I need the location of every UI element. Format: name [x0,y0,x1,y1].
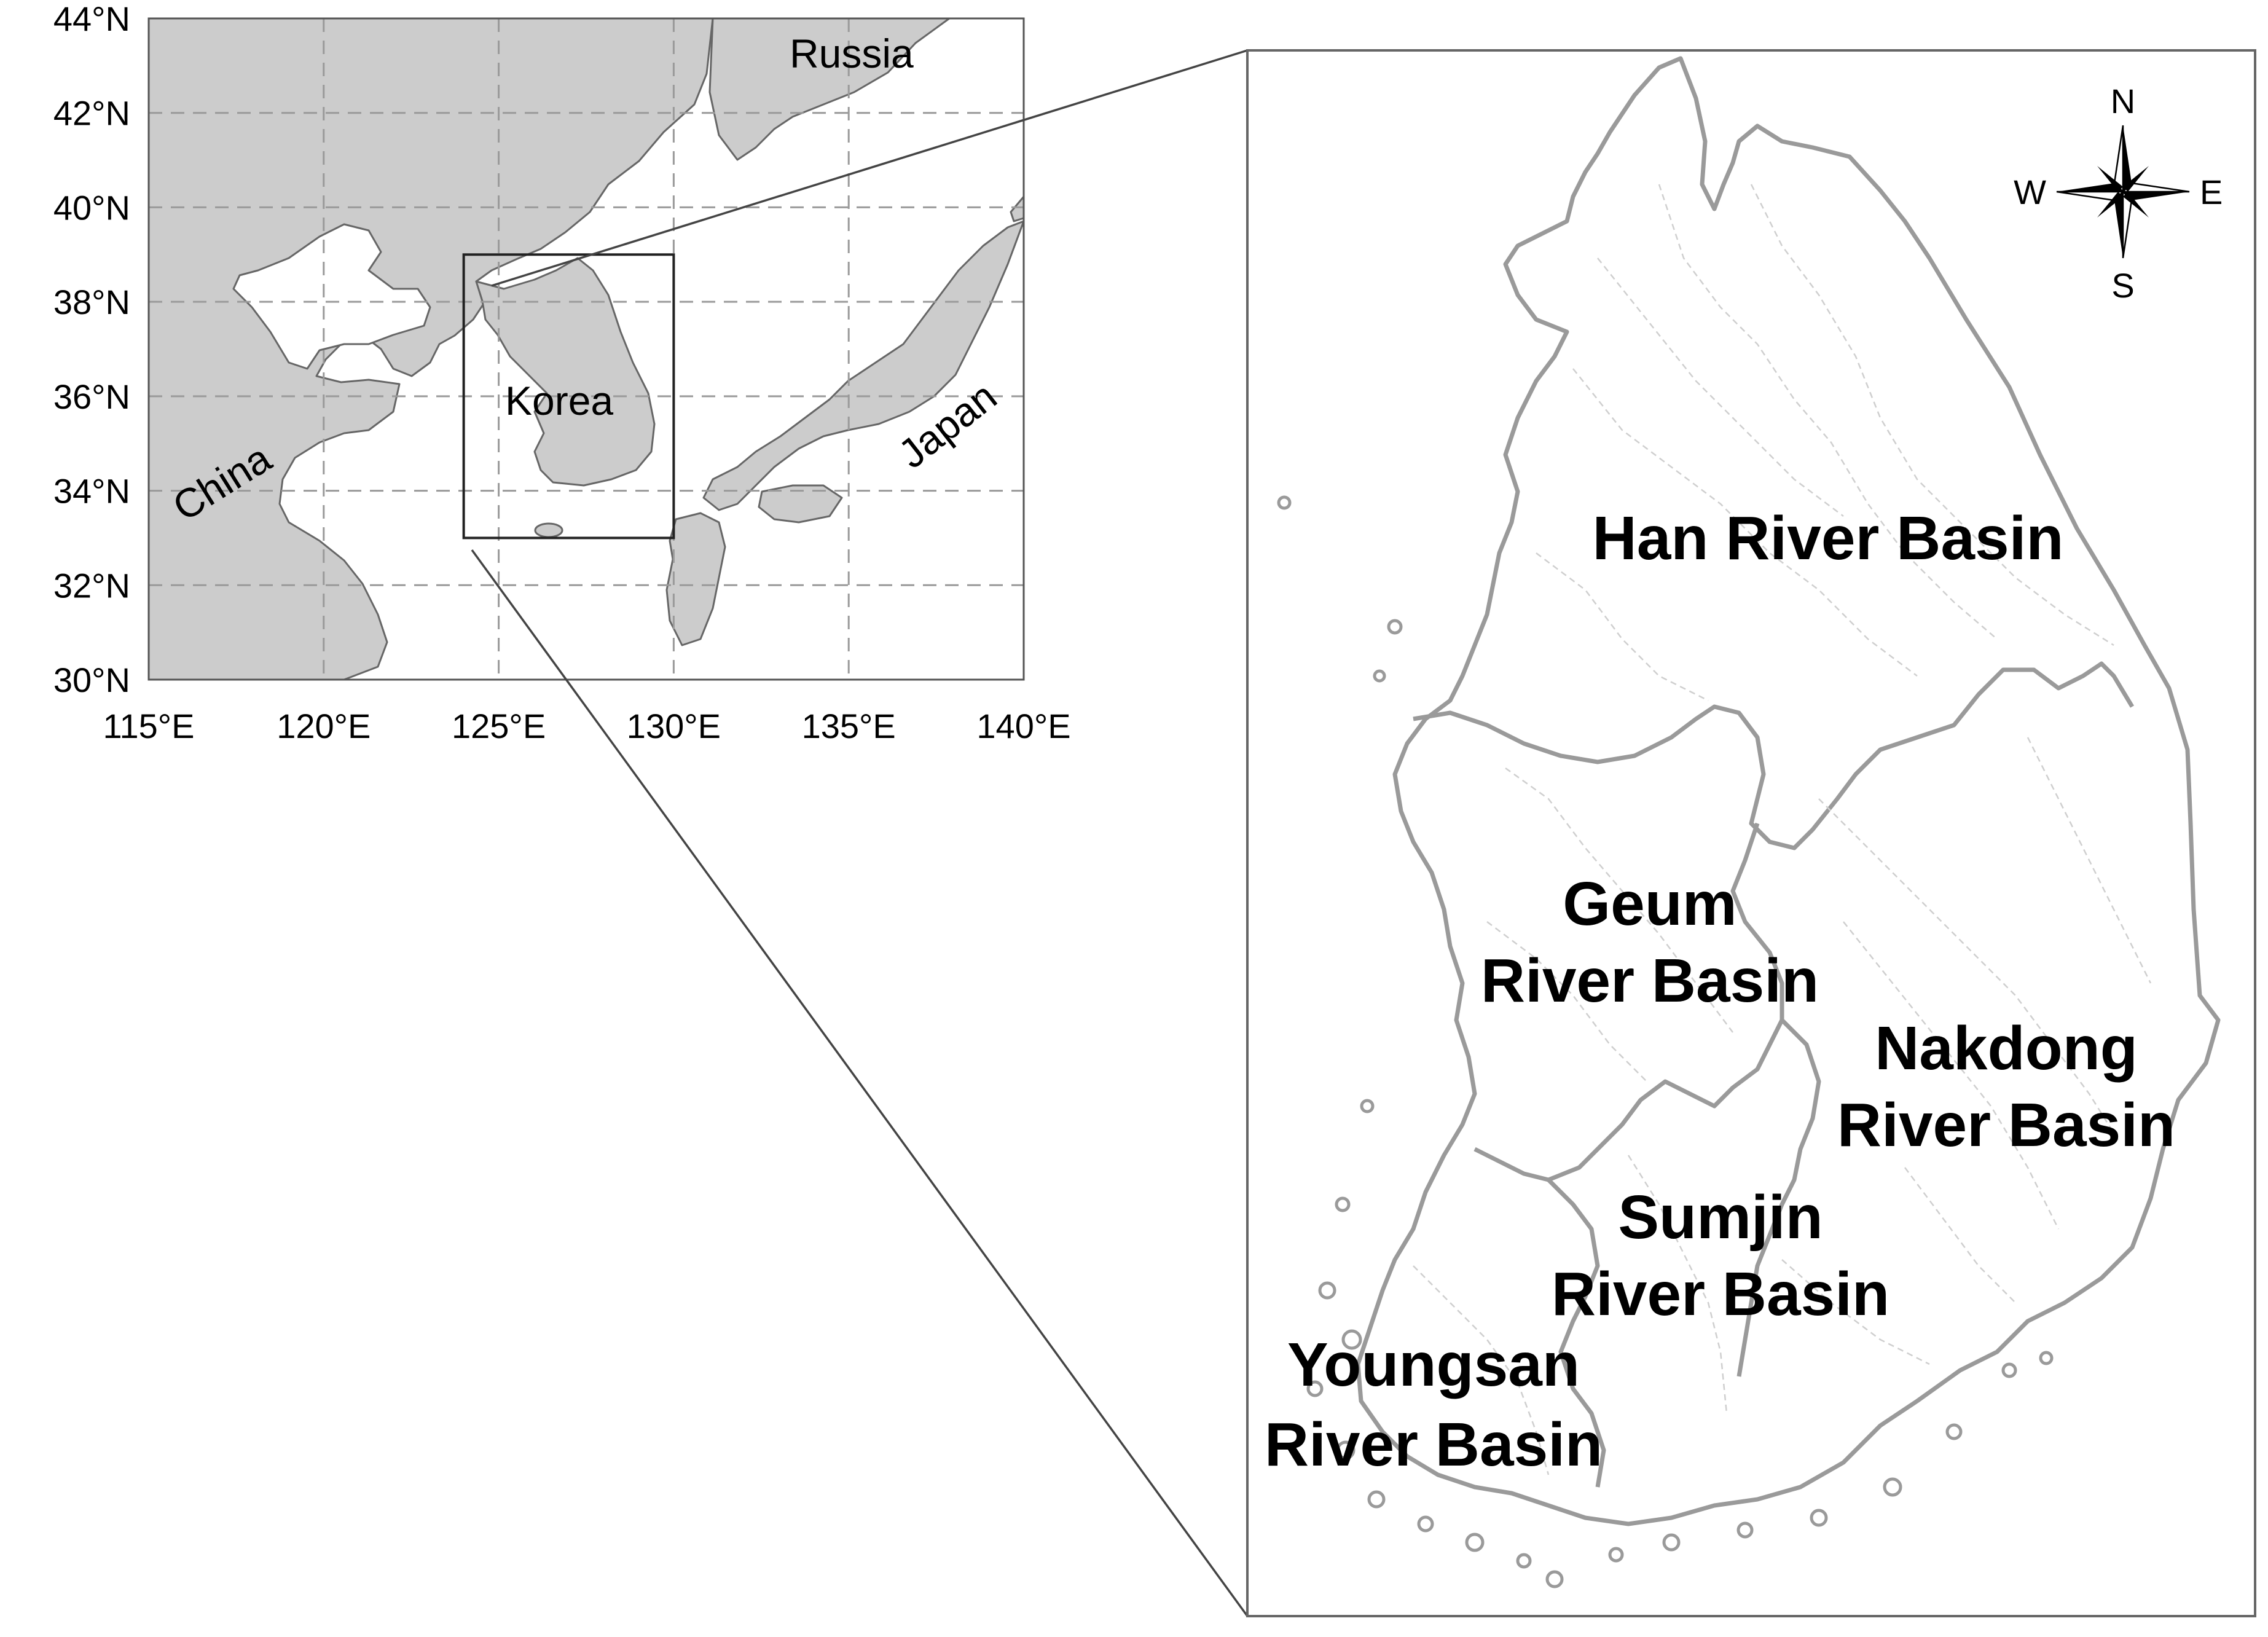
study-area-box [462,253,675,540]
subbasin-lines [1413,184,2152,1475]
coastal-islands [1277,495,2054,1588]
lat-lon-gridlines [149,18,1024,680]
compass-north-label: N [2111,82,2135,120]
sumjin-nakdong-boundary [1736,1018,1821,1377]
label-nakdong-line2: River Basin [1837,1091,2175,1160]
longitude-tick-label: 130°E [627,707,721,745]
label-youngsan-line1: Youngsan [1287,1330,1580,1399]
label-korea: Korea [505,378,613,423]
russia-far-east [708,17,951,161]
label-russia: Russia [790,31,914,76]
overview-landmass [147,17,1025,681]
latitude-tick-label: 34°N [53,472,130,511]
longitude-tick-label: 120°E [277,707,371,745]
longitude-tick-label: 125°E [452,707,546,745]
compass-rose: N S E W [2014,82,2223,305]
latitude-tick-label: 44°N [53,0,130,38]
latitude-tick-label: 30°N [53,661,130,699]
label-sumjin-line1: Sumjin [1618,1183,1823,1252]
compass-west-label: W [2014,173,2046,211]
latitude-tick-label: 40°N [53,188,130,227]
longitude-tick-label: 140°E [976,707,1070,745]
japan-shikoku [758,484,843,524]
bohai-sea [232,223,431,370]
basin-boundaries [1413,661,2135,1488]
han-basin-boundary [1413,661,2135,850]
label-geum-line2: River Basin [1481,946,1819,1015]
zoom-connectors [471,49,1249,1617]
longitude-tick-label: 115°E [103,707,194,745]
latitude-tick-label: 38°N [53,283,130,321]
detail-map: Han River Basin Geum River Basin Nakdong… [1246,49,2256,1617]
longitude-tick-labels: 115°E 120°E 125°E 130°E 135°E 140°E [103,707,1070,745]
compass-east-label: E [2200,173,2223,211]
label-youngsan-line2: River Basin [1265,1410,1603,1479]
label-nakdong-line1: Nakdong [1875,1014,2138,1083]
latitude-tick-label: 32°N [53,566,130,605]
compass-south-label: S [2111,266,2134,305]
korean-peninsula [475,257,656,487]
japan-honshu [702,220,1025,511]
connector-bottom [471,549,1249,1617]
label-sumjin-line2: River Basin [1552,1260,1889,1329]
latitude-tick-label: 42°N [53,94,130,133]
latitude-tick-label: 36°N [53,377,130,416]
longitude-tick-label: 135°E [802,707,896,745]
jeju-island [534,522,563,538]
overview-map-frame [147,17,1025,681]
youngsan-sumjin-boundary [1547,1178,1606,1488]
label-geum-line1: Geum [1563,870,1736,938]
geum-basin-boundary [1473,822,1784,1182]
latitude-tick-labels: 44°N 42°N 40°N 38°N 36°N 34°N 32°N 30°N [53,0,130,699]
south-korea-outline [1356,56,2221,1526]
overview-map: 44°N 42°N 40°N 38°N 36°N 34°N 32°N 30°N 115°E 12… [53,0,1071,745]
label-han-river-basin: Han River Basin [1593,504,2064,573]
connector-top [491,49,1248,287]
compass-star-icon [2056,125,2190,259]
